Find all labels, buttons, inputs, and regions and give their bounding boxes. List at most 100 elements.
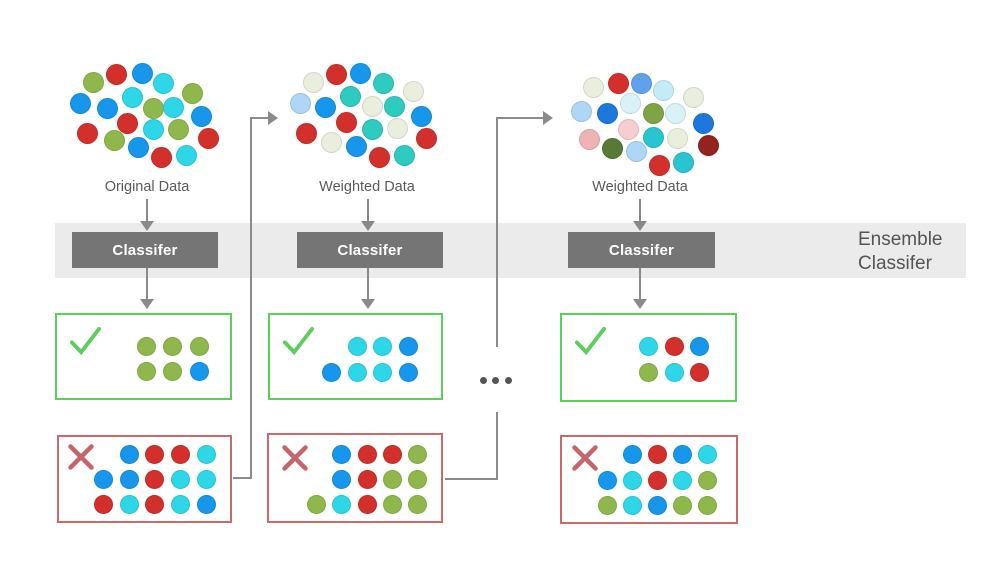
weighted-data-2-dot [617,118,639,140]
correct-box-2-dot [372,362,392,382]
error-box-1-dot [170,444,190,464]
error-box-1-dot [144,469,164,489]
weighted-data-1-dot [345,135,367,157]
feedback-connector-line [250,117,252,479]
error-box-1-dot [196,469,216,489]
weighted-data-1-dot [339,85,361,107]
correct-box-1 [55,313,232,400]
weighted-data-1-dot [314,96,336,118]
weighted-data-2-dot [570,100,592,122]
weighted-data-2-dot [642,102,664,124]
weighted-data-1-dot [402,80,424,102]
weighted-data-1-dot [361,118,383,140]
correct-box-2-dot [398,336,418,356]
feedback-connector-line [496,412,498,480]
ensemble-label-line2: Classifer [858,253,932,274]
correct-box-1-dot [189,361,209,381]
original-data-dot [103,129,125,151]
ensemble-classifier-label: Ensemble Classifer [858,228,943,276]
correct-box-1-dot [189,336,209,356]
weighted-data-1-dot [415,127,437,149]
error-box-3-dot [622,444,642,464]
ellipsis-dot [479,376,487,384]
weighted-data-2-dot [601,137,623,159]
original-data-dot [175,144,197,166]
feedback-connector-line [498,117,543,119]
feedback-connector-line [233,477,252,479]
weighted-data-1-dot [349,62,371,84]
original-data-dot [150,146,172,168]
correct-box-2-dot [347,336,367,356]
correct-box-2 [268,313,443,400]
error-box-1-dot [144,494,164,514]
weighted-data-2-dot [642,126,664,148]
weighted-data-1-dot [325,63,347,85]
error-box-2-dot [407,469,427,489]
weighted-data-1-dot [386,117,408,139]
error-box-3-dot [672,444,692,464]
original-data-dot [167,118,189,140]
arrow-down-icon [140,299,154,309]
original-data-dot [121,86,143,108]
weighted-data-2-dot [648,154,670,176]
feedback-connector-line [496,117,498,347]
weighted-data-label-1: Weighted Data [319,179,415,195]
arrow-down-icon [633,221,647,231]
weighted-data-1-dot [289,92,311,114]
correct-box-3-dot [664,336,684,356]
error-box-1-dot [196,444,216,464]
correct-box-3-dot [638,362,658,382]
weighted-data-1-dot [383,95,405,117]
weighted-data-2-dot [664,102,686,124]
error-box-2-dot [382,469,402,489]
classifier-node-3: Classifer [568,232,715,268]
original-data-dot [82,71,104,93]
original-data-dot [96,97,118,119]
correct-box-3-dot [689,362,709,382]
weighted-data-1-dot [335,111,357,133]
arrow-down-icon [361,299,375,309]
weighted-data-2-dot [666,127,688,149]
flow-arrow-line [639,268,641,299]
weighted-data-1-dot [361,95,383,117]
error-box-3-dot [697,444,717,464]
weighted-data-1-dot [372,72,394,94]
original-data-dot [131,62,153,84]
error-box-2-dot [357,469,377,489]
classifier-node-1: Classifer [72,232,218,268]
error-box-1-dot [119,494,139,514]
flow-arrow-line [367,268,369,299]
weighted-data-2-dot [607,72,629,94]
correct-box-2-dot [398,362,418,382]
feedback-connector-line [445,478,497,480]
check-icon [574,326,607,356]
correct-box-2-dot [372,336,392,356]
correct-box-2-dot [347,362,367,382]
weighted-data-2-dot [682,86,704,108]
weighted-data-2-dot [652,79,674,101]
error-box-3-dot [597,470,617,490]
weighted-data-1-dot [320,131,342,153]
x-icon [572,445,598,471]
error-box-1-dot [170,494,190,514]
error-box-3-dot [697,470,717,490]
weighted-data-2-dot [672,151,694,173]
weighted-data-2-dot [596,102,618,124]
error-box-2-dot [331,494,351,514]
original-data-dot [152,72,174,94]
original-data-dot [69,92,91,114]
ellipsis-dot [491,376,499,384]
error-box-2-dot [357,494,377,514]
error-box-1-dot [119,444,139,464]
weighted-data-1-dot [410,105,432,127]
ensemble-label-line1: Ensemble [858,229,943,250]
ellipsis-dot [504,376,512,384]
original-data-dot [142,97,164,119]
error-box-1-dot [144,444,164,464]
original-data-dot [76,122,98,144]
correct-box-3-dot [689,336,709,356]
error-box-1-dot [170,469,190,489]
original-data-dot [127,136,149,158]
error-box-2-dot [331,444,351,464]
